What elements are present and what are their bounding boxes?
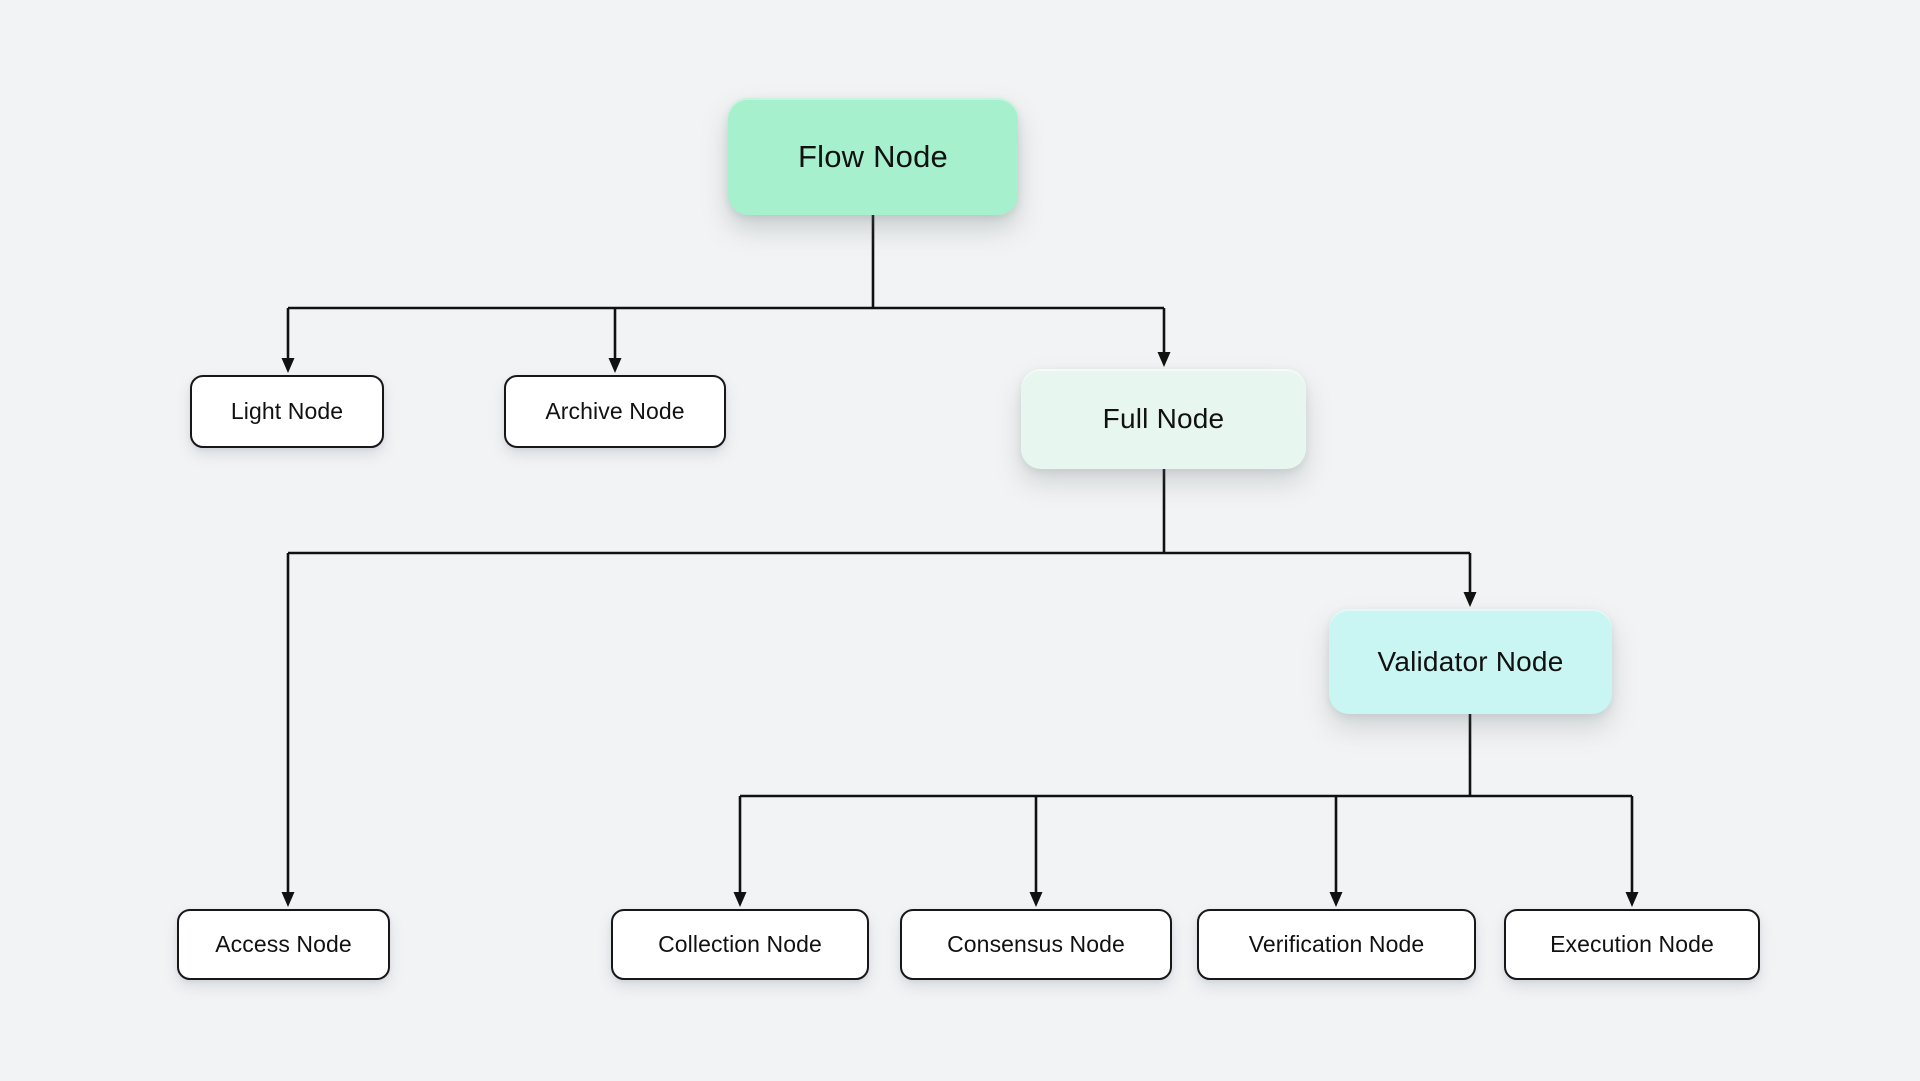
drop-to-archive-node-arrowhead bbox=[608, 358, 622, 373]
drop-to-full-node-arrowhead bbox=[1157, 352, 1171, 367]
node-execution-node[interactable]: Execution Node bbox=[1504, 909, 1760, 980]
node-verification-node[interactable]: Verification Node bbox=[1197, 909, 1476, 980]
node-flow-node-label: Flow Node bbox=[798, 138, 948, 174]
node-verification-node-label: Verification Node bbox=[1248, 930, 1425, 957]
node-archive-node[interactable]: Archive Node bbox=[504, 375, 726, 448]
node-validator-node-label: Validator Node bbox=[1377, 645, 1564, 677]
node-consensus-node-label: Consensus Node bbox=[947, 930, 1125, 957]
node-access-node-label: Access Node bbox=[215, 930, 352, 957]
drop-to-execution-node-arrowhead bbox=[1625, 892, 1639, 907]
node-full-node[interactable]: Full Node bbox=[1021, 369, 1306, 469]
drop-to-collection-node-arrowhead bbox=[733, 892, 747, 907]
node-access-node[interactable]: Access Node bbox=[177, 909, 390, 980]
node-light-node[interactable]: Light Node bbox=[190, 375, 384, 448]
node-light-node-label: Light Node bbox=[230, 397, 344, 424]
node-flow-node[interactable]: Flow Node bbox=[728, 98, 1018, 215]
node-execution-node-label: Execution Node bbox=[1550, 930, 1714, 957]
node-full-node-label: Full Node bbox=[1102, 403, 1225, 435]
node-validator-node[interactable]: Validator Node bbox=[1329, 609, 1612, 714]
drop-to-verification-node-arrowhead bbox=[1329, 892, 1343, 907]
drop-to-validator-node-arrowhead bbox=[1463, 592, 1477, 607]
node-collection-node-label: Collection Node bbox=[658, 930, 822, 957]
drop-to-access-node-arrowhead bbox=[281, 892, 295, 907]
node-archive-node-label: Archive Node bbox=[545, 397, 685, 424]
drop-to-consensus-node-arrowhead bbox=[1029, 892, 1043, 907]
drop-to-light-node-arrowhead bbox=[281, 358, 295, 373]
node-consensus-node[interactable]: Consensus Node bbox=[900, 909, 1172, 980]
node-collection-node[interactable]: Collection Node bbox=[611, 909, 869, 980]
